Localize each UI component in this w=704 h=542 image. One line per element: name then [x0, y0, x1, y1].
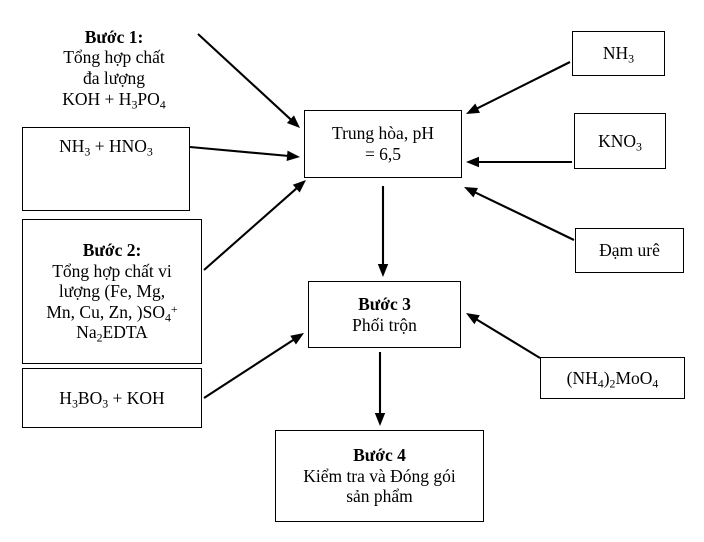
arrow-ammonium-molybdate-to-step3-shaft: [474, 317, 541, 359]
arrow-step1-to-neutralization-head: [286, 115, 300, 128]
input-ammonium-molybdate: (NH4)2MoO4: [540, 357, 685, 399]
step-4-box-line-2: Kiểm tra và Đóng gói: [303, 465, 456, 486]
input-h3bo3-koh-line-1: H3BO3 + KOH: [59, 387, 165, 410]
input-nh3-hno3-line-1: NH3 + HNO3: [59, 136, 153, 159]
neutralization-box-line-2: = 6,5: [364, 144, 402, 164]
input-h3bo3-koh: H3BO3 + KOH: [22, 368, 202, 428]
step-1-label-line-3: đa lượng: [83, 68, 145, 88]
step-1-label-line-4: KOH + H3PO4: [62, 88, 166, 111]
step-4-box-line-3: sản phẩm: [346, 486, 413, 507]
arrow-nh3hno3-to-neutralization: [189, 145, 300, 162]
step-3-box-line-2: Phối trộn: [352, 314, 417, 335]
arrow-h3bo3-to-step3-shaft: [203, 338, 296, 399]
arrow-step2-to-neutralization: [203, 180, 306, 271]
input-kno3: KNO3: [574, 113, 666, 169]
input-nh3-line-1: NH3: [602, 43, 635, 66]
step-2-box-line-4: Mn, Cu, Zn, )SO4+: [46, 301, 178, 325]
step-2-box-line-1: Bước 2:: [82, 239, 142, 260]
arrow-dam-ure-to-neutralization: [464, 187, 575, 241]
arrow-ammonium-molybdate-to-step3-head: [466, 313, 480, 325]
arrow-h3bo3-to-step3-head: [290, 333, 304, 345]
step-1-label-line-2: Tổng hợp chất: [63, 47, 165, 68]
arrow-nh3-to-neutralization-head: [466, 103, 480, 114]
step-2-box-line-3: lượng (Fe, Mg,: [58, 281, 166, 302]
arrow-step3-to-step4-head: [374, 413, 386, 426]
arrow-step1-to-neutralization-shaft: [197, 33, 293, 122]
arrow-kno3-to-neutralization: [466, 156, 572, 168]
arrow-dam-ure-to-neutralization-shaft: [473, 190, 575, 241]
step-3-box-line-1: Bước 3: [358, 293, 411, 314]
arrow-step2-to-neutralization-head: [292, 180, 306, 193]
step-1-label-line-1: Bước 1:: [84, 26, 144, 47]
arrow-neutralization-to-step3-head: [377, 264, 389, 277]
step-2-box-line-2: Tổng hợp chất vi: [52, 260, 172, 281]
arrow-dam-ure-to-neutralization-head: [464, 187, 478, 198]
arrow-nh3hno3-to-neutralization-head: [286, 150, 300, 162]
input-nh3: NH3: [572, 31, 665, 76]
input-dam-ure: Đạm urê: [575, 228, 684, 273]
arrow-nh3-to-neutralization-shaft: [475, 61, 571, 111]
neutralization-box: Trung hòa, pH= 6,5: [304, 110, 462, 178]
input-dam-ure-line-1: Đạm urê: [599, 240, 660, 261]
arrow-step2-to-neutralization-shaft: [203, 186, 299, 271]
arrow-step1-to-neutralization: [197, 33, 300, 128]
arrow-nh3hno3-to-neutralization-shaft: [189, 145, 290, 158]
neutralization-box-line-1: Trung hòa, pH: [332, 123, 434, 144]
step-2-box-line-5: Na2EDTA: [76, 322, 148, 345]
input-nh3-hno3: NH3 + HNO3: [22, 127, 190, 211]
arrow-neutralization-to-step3: [377, 186, 389, 277]
arrow-kno3-to-neutralization-head: [466, 156, 479, 168]
input-kno3-line-1: KNO3: [598, 130, 642, 153]
input-ammonium-molybdate-line-1: (NH4)2MoO4: [566, 367, 659, 390]
arrow-h3bo3-to-step3: [203, 333, 304, 399]
arrow-ammonium-molybdate-to-step3: [466, 313, 541, 359]
step-4-box-line-1: Bước 4: [353, 445, 406, 466]
arrow-nh3-to-neutralization: [466, 61, 571, 114]
arrow-step3-to-step4: [374, 352, 386, 426]
